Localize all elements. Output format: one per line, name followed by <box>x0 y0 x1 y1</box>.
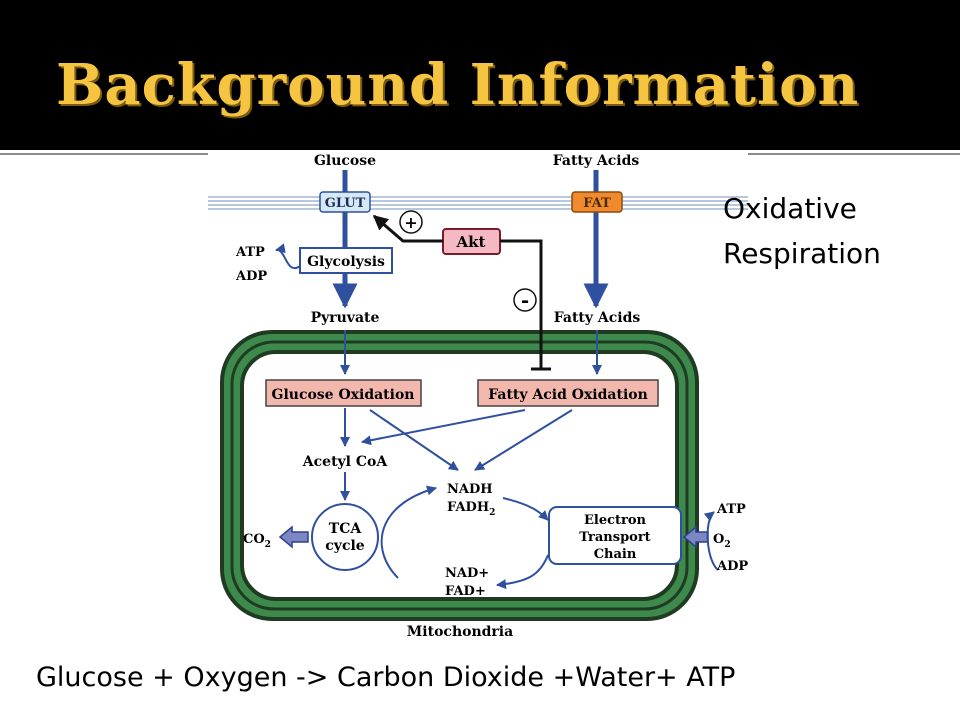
glucose-to-nadh-arrow <box>369 409 459 471</box>
etc-label-line3: Chain <box>594 547 637 562</box>
divider-right <box>748 153 960 155</box>
adp-left-label: ADP <box>235 269 267 284</box>
minus-sign: - <box>521 288 529 312</box>
glut-label: GLUT <box>325 196 366 211</box>
side-label-line2: Respiration <box>723 237 881 270</box>
fatty-acid-to-nadh-arrow <box>474 409 573 471</box>
side-label: Oxidative Respiration <box>723 186 881 276</box>
fatty-acid-to-acetyl-arrow <box>361 409 526 446</box>
divider-left <box>0 153 208 155</box>
akt-inhibition-line <box>500 239 543 369</box>
glucose-oxidation-box <box>265 379 422 407</box>
side-label-line1: Oxidative <box>723 192 857 225</box>
akt-activation-arrow <box>372 214 443 243</box>
fatty-acids-top-label: Fatty Acids <box>553 153 640 169</box>
co2-label: CO2 <box>243 532 271 550</box>
nad-label: NAD+ <box>445 566 489 581</box>
fatty-acid-oxidation-label: Fatty Acid Oxidation <box>488 387 648 403</box>
co2-release-arrow <box>278 525 309 549</box>
minus-circle <box>513 288 537 312</box>
fat-label: FAT <box>583 196 611 211</box>
atp-left-label: ATP <box>235 245 265 260</box>
glucose-oxidation-label: Glucose Oxidation <box>271 387 414 403</box>
o2-inflow-arrow <box>682 525 709 549</box>
o2-label: O2 <box>713 532 731 550</box>
glucose-label: Glucose <box>314 153 376 169</box>
acetyl-coa-label: Acetyl CoA <box>302 454 389 470</box>
etc-to-nad-arrow <box>496 554 549 590</box>
equation-text: Glucose + Oxygen -> Carbon Dioxide +Wate… <box>36 662 736 693</box>
etc-box <box>548 506 682 565</box>
fatty-acids-mid-label: Fatty Acids <box>554 310 641 326</box>
nadh-label: NADH <box>447 482 493 497</box>
plus-circle <box>399 210 423 234</box>
etc-label-line1: Electron <box>584 513 647 528</box>
title-bar <box>0 0 960 150</box>
tca-label-line1: TCA <box>329 521 363 537</box>
fat-transporter <box>571 191 623 213</box>
fad-label: FAD+ <box>445 584 486 599</box>
fatty-acid-oxidation-box <box>477 379 659 407</box>
cell-membrane <box>208 196 748 210</box>
atp-right-label: ATP <box>716 502 746 517</box>
adp-to-atp-arrow <box>703 511 719 571</box>
slide-title: Background Information <box>56 52 860 118</box>
plus-sign: + <box>404 213 417 232</box>
glycolysis-label: Glycolysis <box>307 254 385 270</box>
tca-cycle-circle <box>311 503 379 571</box>
adp-right-label: ADP <box>716 559 748 574</box>
tca-label-line2: cycle <box>325 538 365 554</box>
tca-to-nadh-arrow <box>380 485 437 579</box>
akt-label: Akt <box>456 233 486 251</box>
glycolysis-box <box>299 247 393 274</box>
etc-label-line2: Transport <box>579 530 650 545</box>
glut-transporter <box>319 191 371 213</box>
atp-recycle-arrow <box>275 243 301 270</box>
fadh2-label: FADH2 <box>447 500 495 518</box>
mitochondria-label: Mitochondria <box>407 624 513 640</box>
pyruvate-label: Pyruvate <box>311 310 380 326</box>
nadh-to-etc-arrow <box>502 497 549 521</box>
